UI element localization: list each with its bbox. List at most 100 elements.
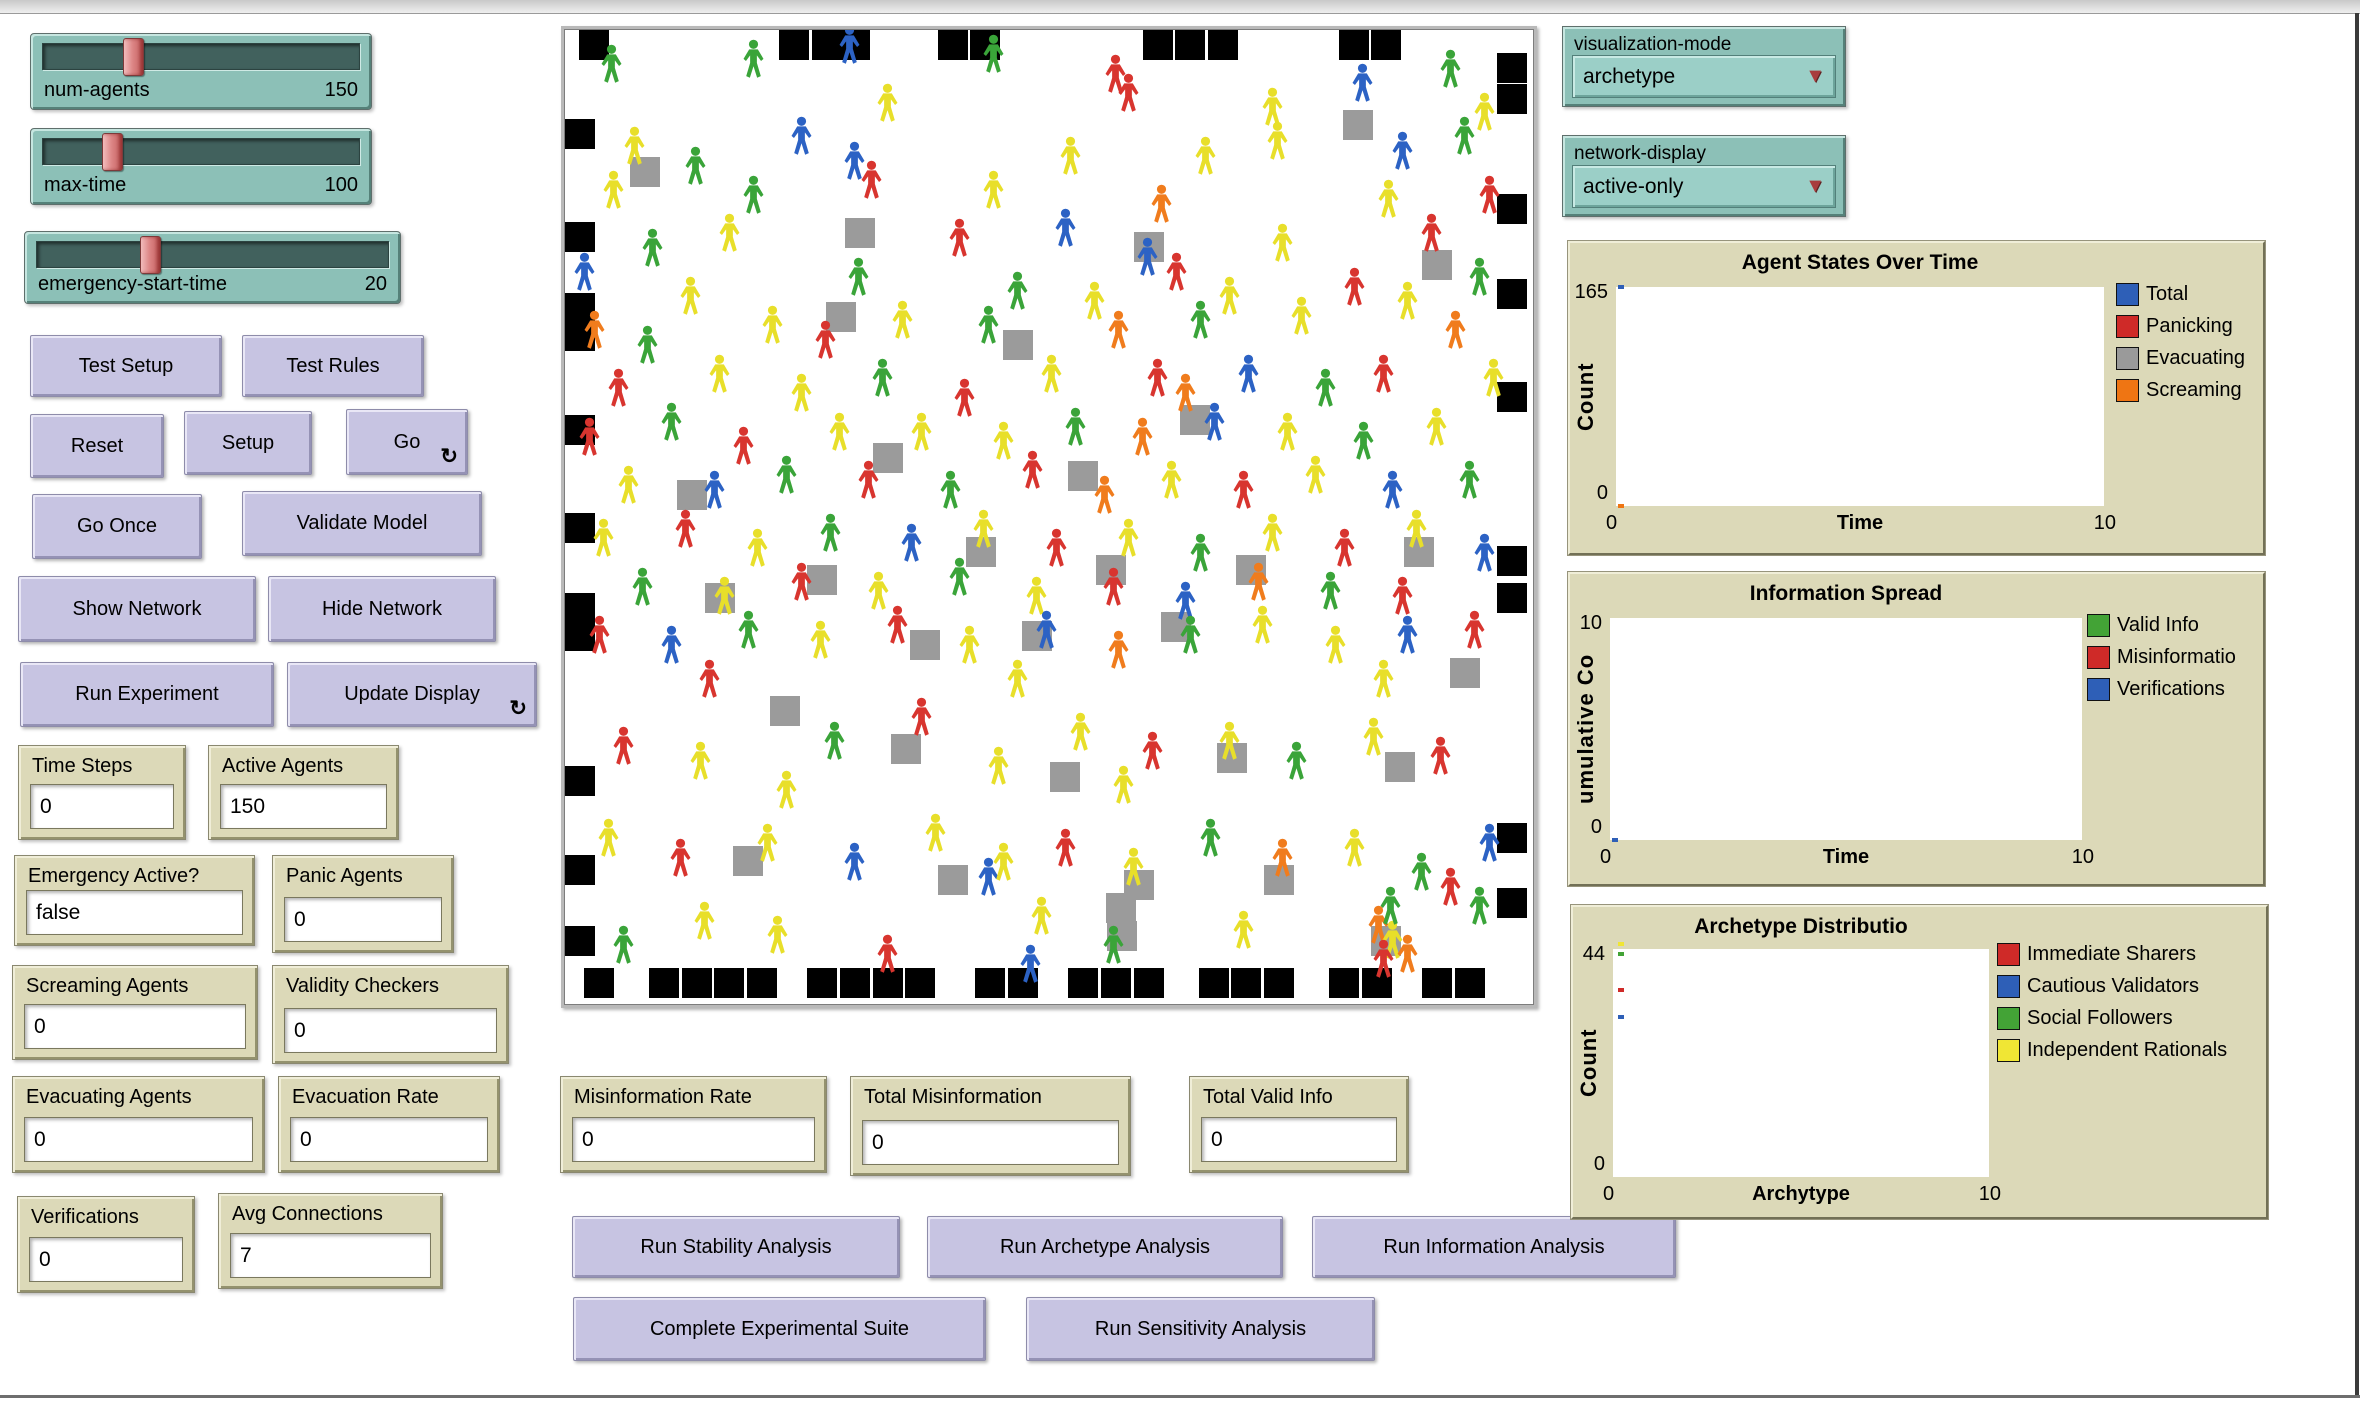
agent-person xyxy=(884,605,911,645)
agent-person xyxy=(1365,905,1392,945)
monitor-value: 0 xyxy=(294,1018,306,1042)
agent-person xyxy=(1480,358,1507,398)
x-axis-max-tick: 10 xyxy=(2071,846,2094,868)
agent-person xyxy=(735,610,762,650)
button-hide-network[interactable]: Hide Network xyxy=(268,576,496,642)
agent-person xyxy=(1216,721,1243,761)
agent-person xyxy=(1423,407,1450,447)
agent-person xyxy=(946,557,973,597)
plot-title: Archetype Distributio xyxy=(1694,915,1908,938)
slider-track[interactable] xyxy=(36,241,389,268)
agent-person xyxy=(1216,276,1243,316)
agent-person xyxy=(1158,460,1185,500)
chooser-dropdown[interactable]: active-only▼ xyxy=(1572,165,1836,208)
monitor-value-box: false xyxy=(26,890,243,935)
wall-block xyxy=(839,968,870,998)
legend-label: Misinformatio xyxy=(2117,646,2236,668)
agent-person xyxy=(1349,63,1376,103)
agent-person xyxy=(773,455,800,495)
button-run-sensitivity-analysis[interactable]: Run Sensitivity Analysis xyxy=(1026,1297,1375,1361)
wall-block xyxy=(1497,583,1527,614)
wall-block xyxy=(1497,545,1527,576)
agent-person xyxy=(1115,73,1142,113)
button-run-archetype-analysis[interactable]: Run Archetype Analysis xyxy=(927,1216,1283,1278)
wall-block xyxy=(1422,968,1453,998)
slider-handle[interactable] xyxy=(102,133,124,171)
agent-person xyxy=(1418,213,1445,253)
agent-person xyxy=(990,842,1017,882)
slider-handle[interactable] xyxy=(139,236,161,274)
agent-person xyxy=(946,218,973,258)
agent-person xyxy=(1437,49,1464,89)
obstacle-block xyxy=(630,156,661,187)
chooser-value: active-only xyxy=(1583,174,1684,198)
agent-person xyxy=(858,160,885,200)
legend-swatch xyxy=(2087,678,2110,701)
plot-data-mark xyxy=(1617,988,1624,993)
wall-block xyxy=(1497,84,1527,115)
agent-person xyxy=(1172,581,1199,621)
plot-data-mark xyxy=(1617,951,1624,956)
agent-person xyxy=(1187,533,1214,573)
agent-person xyxy=(1043,528,1070,568)
agent-person xyxy=(1105,310,1132,350)
obstacle-block xyxy=(1068,461,1099,492)
button-show-network[interactable]: Show Network xyxy=(18,576,256,642)
slider-handle[interactable] xyxy=(123,38,145,76)
agent-person xyxy=(841,842,868,882)
agent-person xyxy=(1471,533,1498,573)
button-go[interactable]: Go↻ xyxy=(346,409,468,475)
chooser-label: visualization-mode xyxy=(1574,34,1732,55)
plot-data-mark xyxy=(1617,504,1624,508)
monitor-label: Misinformation Rate xyxy=(574,1086,752,1108)
legend-item: Screaming xyxy=(2116,379,2242,402)
button-complete-experimental-suite[interactable]: Complete Experimental Suite xyxy=(573,1297,986,1361)
slider-track[interactable] xyxy=(42,138,360,165)
agent-person xyxy=(1341,267,1368,307)
monitor-label: Screaming Agents xyxy=(26,975,189,997)
slider-track[interactable] xyxy=(42,43,360,70)
agent-person xyxy=(1062,407,1089,447)
agent-person xyxy=(821,721,848,761)
agent-person xyxy=(1442,310,1469,350)
button-test-rules[interactable]: Test Rules xyxy=(242,335,424,397)
button-go-once[interactable]: Go Once xyxy=(32,494,202,559)
agent-person xyxy=(869,358,896,398)
agent-person xyxy=(1350,421,1377,461)
button-setup[interactable]: Setup xyxy=(184,411,312,475)
button-test-setup[interactable]: Test Setup xyxy=(30,335,222,397)
chooser-dropdown[interactable]: archetype▼ xyxy=(1572,55,1836,98)
agent-person xyxy=(1052,208,1079,248)
button-reset[interactable]: Reset xyxy=(30,414,164,478)
button-label: Reset xyxy=(70,434,124,457)
button-validate-model[interactable]: Validate Model xyxy=(242,491,482,556)
monitor-value: 0 xyxy=(1211,1127,1223,1151)
wall-block xyxy=(565,222,595,253)
button-update-display[interactable]: Update Display↻ xyxy=(287,662,537,727)
monitor-emergency-active: Emergency Active?false xyxy=(14,855,255,946)
plot-area xyxy=(1610,618,2082,840)
obstacle-block xyxy=(891,733,922,764)
agent-person xyxy=(691,901,718,941)
agent-person xyxy=(1100,925,1127,965)
legend-item: Verifications xyxy=(2087,678,2225,701)
forever-icon: ↻ xyxy=(509,697,527,720)
button-run-information-analysis[interactable]: Run Information Analysis xyxy=(1312,1216,1676,1278)
agent-person xyxy=(889,300,916,340)
button-run-experiment[interactable]: Run Experiment xyxy=(20,662,274,727)
monitor-value-box: 0 xyxy=(29,1237,183,1282)
monitor-value: 0 xyxy=(294,907,306,931)
obstacle-block xyxy=(1180,405,1211,436)
agent-person xyxy=(1451,116,1478,156)
world-view[interactable] xyxy=(561,26,1537,1008)
button-run-stability-analysis[interactable]: Run Stability Analysis xyxy=(572,1216,900,1278)
legend-item: Misinformatio xyxy=(2087,646,2236,669)
slider-value: 20 xyxy=(364,273,387,295)
obstacle-block xyxy=(844,217,875,248)
